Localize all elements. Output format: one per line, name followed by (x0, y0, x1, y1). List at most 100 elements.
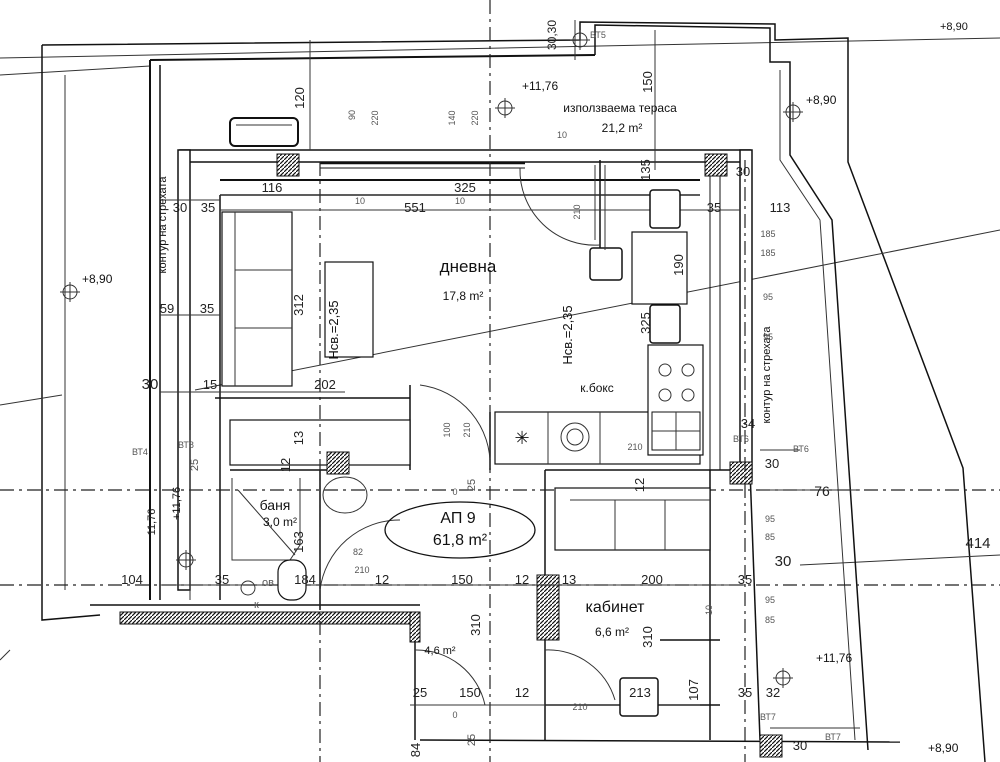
svg-text:210: 210 (572, 204, 582, 219)
street-left: контур на стрехата (157, 176, 169, 274)
svg-text:ВТ8: ВТ8 (178, 440, 194, 450)
study-name: кабинет (586, 599, 646, 616)
svg-text:184: 184 (294, 572, 316, 587)
svg-text:ВТ7: ВТ7 (825, 732, 841, 742)
svg-text:25: 25 (466, 479, 478, 491)
dining-table (631, 231, 688, 305)
svg-text:13: 13 (562, 572, 576, 587)
svg-text:190: 190 (671, 254, 686, 276)
svg-text:76: 76 (814, 483, 830, 499)
svg-text:ов: ов (262, 577, 274, 589)
level-label: +11,76 (522, 79, 558, 93)
svg-text:85: 85 (765, 615, 775, 625)
sofa (221, 211, 293, 387)
svg-text:30,30: 30,30 (545, 20, 559, 50)
apartment-name: АП 9 (440, 510, 475, 527)
svg-text:210: 210 (572, 702, 587, 712)
svg-text:ВТ6: ВТ6 (733, 434, 749, 444)
svg-text:312: 312 (291, 294, 306, 316)
svg-text:95: 95 (765, 514, 775, 524)
doors (319, 167, 616, 706)
svg-text:30: 30 (793, 738, 807, 753)
living-height: Нсв.=2,35 (326, 300, 341, 359)
svg-text:35: 35 (707, 200, 721, 215)
level-marker-icon (60, 282, 80, 302)
svg-text:30: 30 (765, 456, 779, 471)
bath-name: баня (260, 497, 291, 513)
svg-text:59: 59 (160, 301, 174, 316)
svg-text:12: 12 (278, 458, 293, 472)
level-marker-icon (176, 550, 196, 570)
svg-text:213: 213 (629, 685, 651, 700)
level-label: +8,90 (82, 272, 113, 286)
svg-text:210: 210 (462, 422, 472, 437)
svg-text:0: 0 (452, 487, 457, 497)
svg-text:15: 15 (203, 377, 217, 392)
svg-text:185: 185 (760, 248, 775, 258)
svg-text:35: 35 (738, 572, 752, 587)
dimension-lines (160, 20, 860, 706)
svg-text:✳: ✳ (514, 428, 529, 448)
svg-text:310: 310 (468, 614, 483, 636)
svg-text:10: 10 (455, 196, 465, 206)
svg-text:35: 35 (738, 685, 752, 700)
street-right: контур на стрехата (761, 326, 773, 424)
svg-text:ВТ5: ВТ5 (590, 30, 606, 40)
tags: ВТ5 ВТ4 ВТ6 ВТ6 ВТ7 ВТ7 ВТ8 ов к (132, 30, 841, 742)
svg-text:10: 10 (557, 130, 567, 140)
svg-text:32: 32 (766, 685, 780, 700)
svg-text:551: 551 (404, 200, 426, 215)
bottom-walls (90, 604, 901, 743)
room-labels: дневна 17,8 m² използваема тераса 21,2 m… (157, 101, 773, 657)
svg-text:12: 12 (632, 478, 647, 492)
svg-text:12: 12 (515, 572, 529, 587)
kitchen-name: к.бокс (580, 381, 614, 395)
svg-text:11,76: 11,76 (146, 509, 158, 536)
level-marker-icon (773, 668, 793, 688)
terrace-area: 21,2 m² (602, 121, 643, 135)
svg-text:116: 116 (262, 180, 283, 195)
svg-text:к: к (254, 599, 259, 611)
svg-text:ВТ7: ВТ7 (760, 712, 776, 722)
svg-text:150: 150 (459, 685, 481, 700)
svg-text:150: 150 (451, 572, 473, 587)
svg-text:35: 35 (201, 200, 215, 215)
svg-text:13: 13 (291, 431, 306, 445)
svg-text:414: 414 (965, 535, 990, 552)
level-marker-icon (783, 102, 803, 122)
living-name: дневна (440, 257, 497, 276)
level-label: +8,90 (806, 93, 837, 107)
svg-text:150: 150 (640, 71, 655, 93)
svg-text:185: 185 (760, 229, 775, 239)
bottom-dimensions: 184 12 150 12 13 200 35 30 414 25 150 12… (294, 20, 990, 753)
top-dimensions: 116 325 551 30 35 30 35 113 (173, 164, 791, 215)
svg-text:90: 90 (347, 110, 357, 120)
svg-text:95: 95 (763, 332, 773, 342)
svg-text:12: 12 (515, 685, 529, 700)
study-area: 6,6 m² (595, 625, 629, 639)
svg-text:325: 325 (638, 312, 653, 334)
svg-text:107: 107 (686, 679, 701, 701)
terrace-outline (149, 24, 869, 751)
level-marker-icon (495, 98, 515, 118)
svg-text:100: 100 (442, 422, 452, 437)
svg-text:85: 85 (765, 532, 775, 542)
bath-area: 3,0 m² (263, 515, 297, 529)
svg-text:163: 163 (291, 531, 306, 553)
svg-text:30: 30 (736, 164, 750, 179)
study-sofa (554, 487, 711, 551)
kitchen-height: Нсв.=2,35 (560, 305, 575, 364)
svg-text:10: 10 (704, 605, 714, 615)
svg-text:120: 120 (292, 87, 307, 109)
living-area: 17,8 m² (443, 289, 484, 303)
svg-text:0: 0 (452, 710, 457, 720)
apartment-area: 61,8 m² (433, 532, 488, 549)
svg-text:30: 30 (142, 376, 159, 393)
svg-text:220: 220 (470, 110, 480, 125)
svg-text:12: 12 (375, 572, 389, 587)
svg-text:104: 104 (121, 572, 143, 587)
level-label: +8,90 (940, 21, 968, 33)
svg-text:10: 10 (355, 196, 365, 206)
left-dimensions: 59 35 30 15 202 104 35 11,76 (121, 301, 336, 587)
